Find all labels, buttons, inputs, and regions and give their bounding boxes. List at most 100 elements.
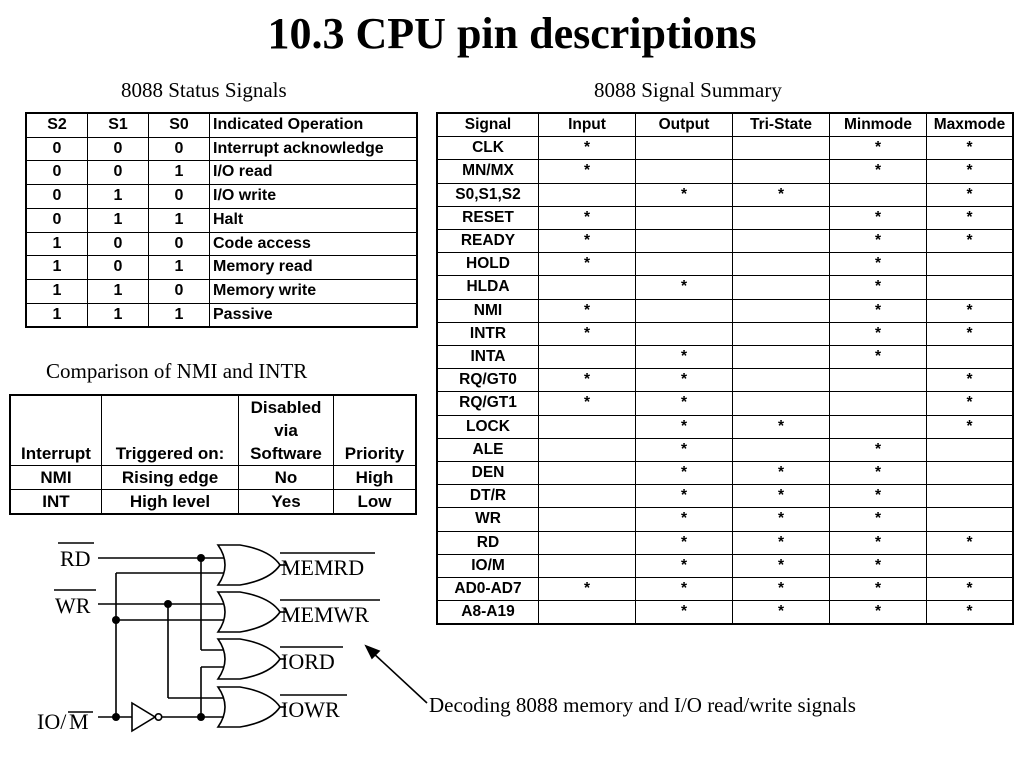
memwr-label: MEMWR [281, 602, 369, 627]
table-cell: 0 [148, 231, 210, 257]
table-row: ALE** [436, 437, 1014, 463]
table-cell: * [829, 461, 927, 486]
table-cell: * [926, 368, 1014, 393]
table-row: DEN*** [436, 461, 1014, 486]
table-cell [926, 252, 1014, 277]
table-cell [732, 321, 830, 347]
inverter-bubble [154, 712, 163, 721]
table-cell: * [538, 136, 636, 161]
column-header: Indicated Operation [209, 112, 418, 138]
m-label: M [69, 709, 89, 734]
table-row: CLK*** [436, 136, 1014, 161]
table-row: HOLD** [436, 252, 1014, 277]
table-cell: 0 [25, 160, 88, 186]
table-cell: No [238, 465, 334, 490]
table-cell: 0 [148, 136, 210, 162]
table-cell: 0 [87, 136, 149, 162]
table-cell: * [926, 136, 1014, 161]
table-cell: * [732, 484, 830, 509]
table-cell: I/O read [209, 160, 418, 186]
io-label: IO/ [37, 709, 67, 734]
table-cell [635, 205, 733, 231]
table-cell: WR [436, 507, 539, 532]
table-cell: * [926, 182, 1014, 207]
table-cell: LOCK [436, 414, 539, 439]
table-header-row: S2 S1 S0 Indicated Operation [25, 112, 418, 138]
table-cell [829, 391, 927, 416]
table-row: WR*** [436, 507, 1014, 532]
table-cell: ALE [436, 437, 539, 463]
rd-label: RD [60, 546, 91, 571]
table-cell: 0 [148, 184, 210, 209]
table-cell: RQ/GT1 [436, 391, 539, 416]
status-signals-caption: 8088 Status Signals [121, 78, 287, 102]
table-cell: * [635, 461, 733, 486]
table-cell: MN/MX [436, 159, 539, 184]
table-row: RESET*** [436, 205, 1014, 231]
or-gate-iord [216, 638, 281, 680]
table-cell: RQ/GT0 [436, 368, 539, 393]
table-cell: * [538, 205, 636, 231]
table-cell: Passive [209, 302, 418, 328]
header-line: via [274, 421, 298, 440]
table-row: RQ/GT0*** [436, 368, 1014, 393]
table-cell: * [732, 507, 830, 532]
table-cell: * [538, 321, 636, 347]
table-cell [732, 298, 830, 323]
column-header: Maxmode [926, 112, 1014, 138]
table-cell: INT [9, 489, 102, 515]
table-cell: * [829, 484, 927, 509]
column-header: S0 [148, 112, 210, 138]
signal-summary-table: Signal Input Output Tri-State Minmode Ma… [436, 112, 1014, 626]
table-cell: Halt [209, 207, 418, 233]
table-cell: Memory write [209, 278, 418, 304]
table-cell: * [635, 437, 733, 463]
table-cell: * [635, 368, 733, 393]
table-cell: * [635, 275, 733, 300]
comparison-caption: Comparison of NMI and INTR [46, 359, 308, 383]
table-cell: * [926, 600, 1014, 625]
table-cell: S0,S1,S2 [436, 182, 539, 207]
table-cell: 1 [148, 255, 210, 280]
table-cell: 1 [87, 207, 149, 233]
table-row: HLDA** [436, 275, 1014, 300]
table-row: AD0-AD7***** [436, 577, 1014, 602]
table-cell: 0 [87, 231, 149, 257]
table-cell: Low [333, 489, 417, 515]
inverter-gate [131, 701, 157, 733]
table-cell: * [635, 391, 733, 416]
table-cell: 1 [87, 278, 149, 304]
table-cell: NMI [436, 298, 539, 323]
table-row: RD**** [436, 530, 1014, 555]
table-cell: * [829, 252, 927, 277]
table-cell: I/O write [209, 184, 418, 209]
table-cell: * [926, 391, 1014, 416]
table-row: INTR*** [436, 321, 1014, 347]
table-cell [732, 159, 830, 184]
column-header: Priority [333, 394, 417, 466]
iowr-label: IOWR [281, 697, 340, 722]
table-cell: * [635, 577, 733, 602]
table-cell: 0 [25, 184, 88, 209]
table-row: DT/R*** [436, 484, 1014, 509]
table-cell: AD0-AD7 [436, 577, 539, 602]
table-cell: Code access [209, 231, 418, 257]
table-cell: * [829, 136, 927, 161]
table-cell: 1 [25, 302, 88, 328]
table-cell: * [829, 275, 927, 300]
table-cell: * [829, 577, 927, 602]
table-cell: 1 [148, 302, 210, 328]
table-cell: * [829, 507, 927, 532]
table-cell: * [829, 553, 927, 579]
table-cell: * [926, 159, 1014, 184]
table-cell: * [829, 321, 927, 347]
signal-summary-caption: 8088 Signal Summary [594, 78, 782, 102]
table-cell: READY [436, 229, 539, 254]
table-cell: Interrupt acknowledge [209, 136, 418, 162]
